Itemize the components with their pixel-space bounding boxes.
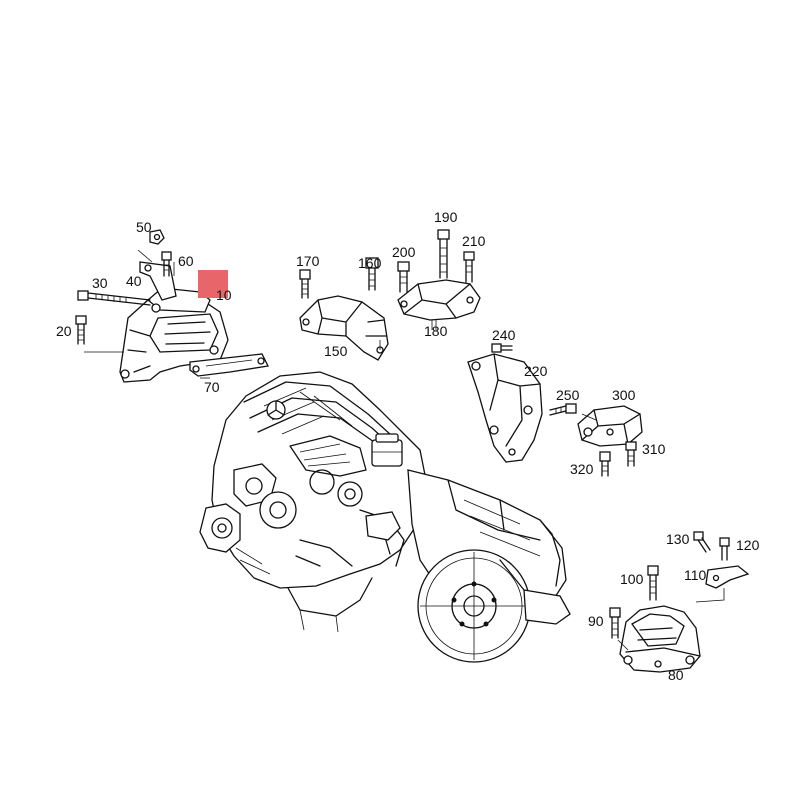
bolt-130 (693, 531, 711, 553)
callout-210: 210 (462, 233, 486, 249)
bolt-60 (161, 251, 172, 277)
bolt-160 (365, 257, 379, 291)
engine-mount-10 (119, 287, 229, 383)
bolt-250 (549, 403, 577, 416)
bracket-40 (137, 249, 177, 301)
callout-150: 150 (324, 343, 348, 359)
callout-190: 190 (434, 209, 458, 225)
callout-110: 110 (684, 567, 707, 583)
bolt-30 (77, 290, 151, 306)
bolt-90 (609, 607, 629, 651)
callout-300: 300 (612, 387, 636, 403)
plate-70 (189, 353, 269, 377)
callout-320: 320 (570, 461, 594, 477)
callout-160: 160 (358, 255, 382, 271)
callout-60: 60 (178, 253, 194, 269)
callout-240: 240 (492, 327, 516, 343)
callout-20: 20 (56, 323, 72, 339)
bolt-240 (491, 343, 513, 353)
mount-80 (619, 605, 701, 673)
callout-180: 180 (424, 323, 448, 339)
callout-10: 10 (216, 287, 232, 303)
bolt-190 (437, 229, 450, 279)
callout-200: 200 (392, 244, 416, 260)
callout-170: 170 (296, 253, 320, 269)
callout-70: 70 (204, 379, 220, 395)
callout-220: 220 (524, 363, 548, 379)
callout-250: 250 (556, 387, 580, 403)
highlight-marker (198, 270, 228, 298)
bolt-200 (397, 261, 410, 293)
callout-310: 310 (642, 441, 666, 457)
engine-assembly (199, 371, 571, 663)
bracket-220 (467, 353, 543, 463)
bolt-320 (599, 451, 611, 477)
callout-30: 30 (92, 275, 108, 291)
bracket-150 (299, 295, 389, 361)
bolt-120 (719, 537, 730, 561)
bracket-110 (695, 565, 750, 603)
nut-50 (149, 229, 165, 245)
callout-100: 100 (620, 571, 644, 587)
leader-lines (173, 262, 597, 421)
bolt-310 (625, 441, 637, 467)
callout-130: 130 (666, 531, 690, 547)
callout-40: 40 (126, 273, 142, 289)
bolt-170 (299, 269, 311, 299)
bolt-20 (75, 315, 124, 353)
callout-120: 120 (736, 537, 760, 553)
bracket-180 (397, 279, 481, 330)
bolt-210 (463, 251, 475, 283)
bolt-100 (647, 565, 659, 601)
callout-50: 50 (136, 219, 152, 235)
callout-80: 80 (668, 667, 684, 683)
mount-300 (577, 405, 643, 447)
callout-90: 90 (588, 613, 604, 629)
